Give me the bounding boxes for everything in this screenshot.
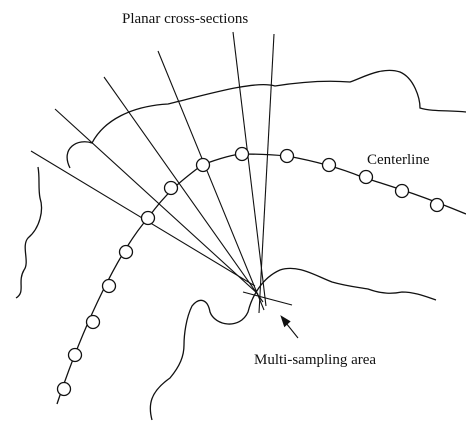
sample-point	[358, 169, 374, 185]
cross-section-line-6	[258, 33, 275, 314]
sample-point	[118, 244, 134, 260]
sample-point	[321, 157, 337, 173]
inner-vessel-wall	[149, 267, 437, 421]
planar-cross-sections-label: Planar cross-sections	[122, 11, 248, 27]
multisampling-area-label: Multi-sampling area	[254, 352, 376, 368]
sample-point	[394, 183, 410, 199]
multisampling-crossing-line	[242, 291, 293, 306]
sample-point	[67, 347, 83, 363]
left-vessel-wall	[15, 166, 43, 299]
sample-point	[195, 157, 211, 173]
sample-point	[140, 210, 156, 226]
sample-point	[234, 146, 250, 162]
sample-point	[163, 180, 179, 196]
sample-point	[56, 381, 72, 397]
sample-point	[101, 278, 117, 294]
arrow-head	[280, 315, 291, 328]
cross-section-line-3	[103, 76, 264, 303]
sample-point	[429, 197, 445, 213]
centerline-label: Centerline	[367, 152, 430, 168]
multisampling-arrow	[280, 315, 299, 339]
sample-point	[279, 148, 295, 164]
centerline-sample-points	[56, 146, 445, 397]
sample-point	[85, 314, 101, 330]
cross-section-line-4	[157, 50, 265, 311]
cross-section-line-2	[54, 108, 259, 295]
planar-cross-sections	[30, 31, 293, 314]
cross-section-line-5	[232, 31, 267, 307]
outer-vessel-wall	[66, 69, 466, 169]
